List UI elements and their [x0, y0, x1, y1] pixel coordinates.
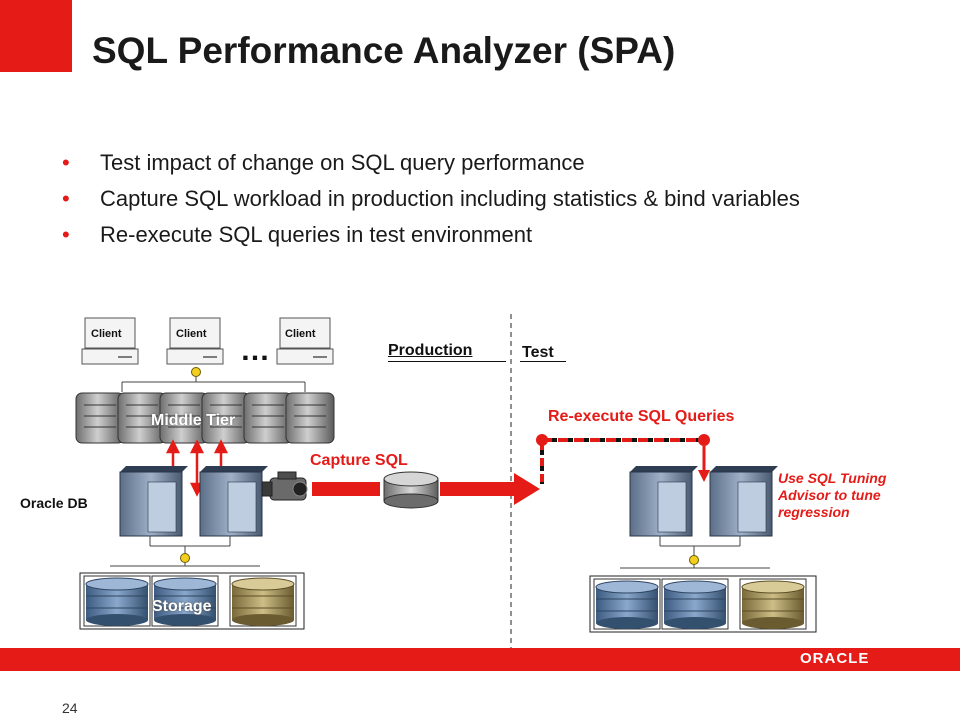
label-underline [520, 361, 566, 362]
network-hub-icon [180, 553, 190, 563]
test-label: Test [522, 344, 554, 361]
tuning-advisor-note: Use SQL Tuning Advisor to tune regressio… [778, 470, 887, 520]
bullet-text: Test impact of change on SQL query perfo… [100, 150, 585, 175]
sql-workload-database-icon [383, 471, 439, 509]
bullet-dot-icon: • [62, 186, 70, 211]
bullet-item: • Capture SQL workload in production incl… [62, 184, 862, 214]
bullet-item: • Re-execute SQL queries in test environm… [62, 220, 862, 250]
reexecute-label: Re-execute SQL Queries [548, 408, 735, 425]
capture-sql-arrow [312, 473, 540, 505]
bullet-dot-icon: • [62, 150, 70, 175]
more-clients-ellipsis: … [240, 334, 270, 367]
reexecute-path [536, 434, 710, 484]
label-underline [388, 361, 506, 362]
footer-bar [0, 648, 960, 671]
path-node-icon [698, 434, 710, 446]
client-computer-icon [166, 317, 224, 365]
oracle-logo: ORACLE [800, 650, 870, 667]
client-label: Client [176, 328, 207, 340]
network-hub-icon [689, 555, 699, 565]
production-label: Production [388, 342, 473, 359]
middle-tier-servers-icon [75, 392, 335, 444]
production-db-server-icon [199, 466, 268, 537]
client-label: Client [285, 328, 316, 340]
client-label: Client [91, 328, 122, 340]
client-computer-icon [276, 317, 334, 365]
bullet-text: Re-execute SQL queries in test environme… [100, 222, 533, 247]
test-storage-array-icon [589, 575, 817, 633]
production-storage-array-icon [79, 572, 305, 630]
network-hub-icon [191, 367, 201, 377]
camcorder-icon [261, 471, 308, 501]
oracle-db-label: Oracle DB [20, 495, 88, 511]
bullet-text: Capture SQL workload in production inclu… [100, 186, 800, 211]
client-computer-icon [81, 317, 139, 365]
page-number: 24 [62, 700, 78, 716]
test-db-server-icon [709, 466, 778, 537]
header-accent-block [0, 0, 72, 72]
capture-sql-label: Capture SQL [310, 452, 408, 469]
bullet-item: • Test impact of change on SQL query perf… [62, 148, 862, 178]
production-db-server-icon [119, 466, 188, 537]
storage-label: Storage [152, 598, 212, 615]
middle-tier-label: Middle Tier [151, 412, 236, 429]
bullet-list: • Test impact of change on SQL query perf… [62, 148, 862, 256]
path-node-icon [536, 434, 548, 446]
test-db-server-icon [629, 466, 698, 537]
bullet-dot-icon: • [62, 222, 70, 247]
slide-title: SQL Performance Analyzer (SPA) [92, 30, 676, 71]
